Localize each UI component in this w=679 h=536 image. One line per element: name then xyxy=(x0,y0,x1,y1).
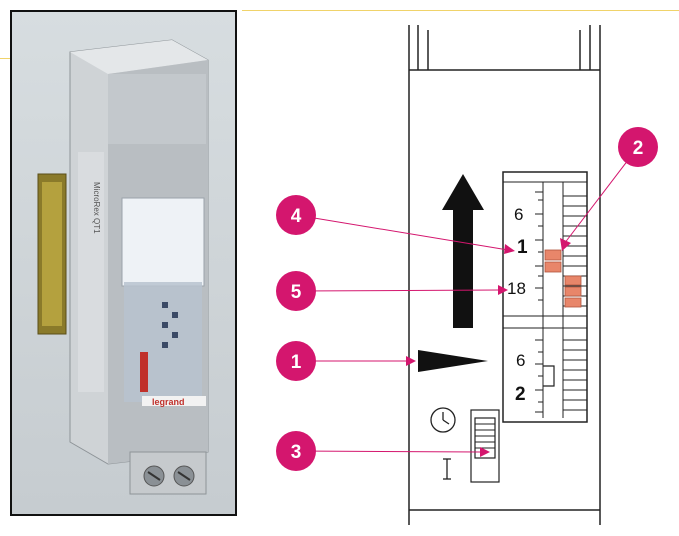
permanent-on-icon xyxy=(443,458,451,480)
dial-scale: 6 1 18 6 2 xyxy=(502,171,588,423)
callout-1: 1 xyxy=(276,341,316,381)
scale-label-6-upper: 6 xyxy=(514,205,523,224)
left-rule xyxy=(0,58,10,59)
scale-label-6-lower: 6 xyxy=(516,351,525,370)
callout-4: 4 xyxy=(276,195,316,235)
timer-device-illustration: legrand MicroRex QT1 xyxy=(37,39,209,495)
scale-label-2: 2 xyxy=(515,384,526,405)
up-arrow-icon xyxy=(442,174,484,328)
callout-5: 5 xyxy=(276,271,316,311)
active-segments xyxy=(544,249,582,308)
svg-text:1: 1 xyxy=(291,352,302,373)
svg-text:2: 2 xyxy=(633,138,644,159)
svg-text:5: 5 xyxy=(291,282,302,303)
svg-text:4: 4 xyxy=(291,206,302,227)
scale-label-18: 18 xyxy=(507,279,526,298)
device-side-text: MicroRex QT1 xyxy=(92,182,101,234)
mode-switch xyxy=(430,407,500,483)
scale-label-1: 1 xyxy=(517,237,528,258)
top-rule xyxy=(242,10,679,11)
callout-2: 2 xyxy=(618,127,658,167)
time-pointer-icon xyxy=(418,350,488,372)
svg-text:3: 3 xyxy=(291,442,302,463)
product-photo-frame: legrand MicroRex QT1 xyxy=(10,10,237,516)
brand-label: legrand xyxy=(152,397,185,407)
callout-3: 3 xyxy=(276,431,316,471)
